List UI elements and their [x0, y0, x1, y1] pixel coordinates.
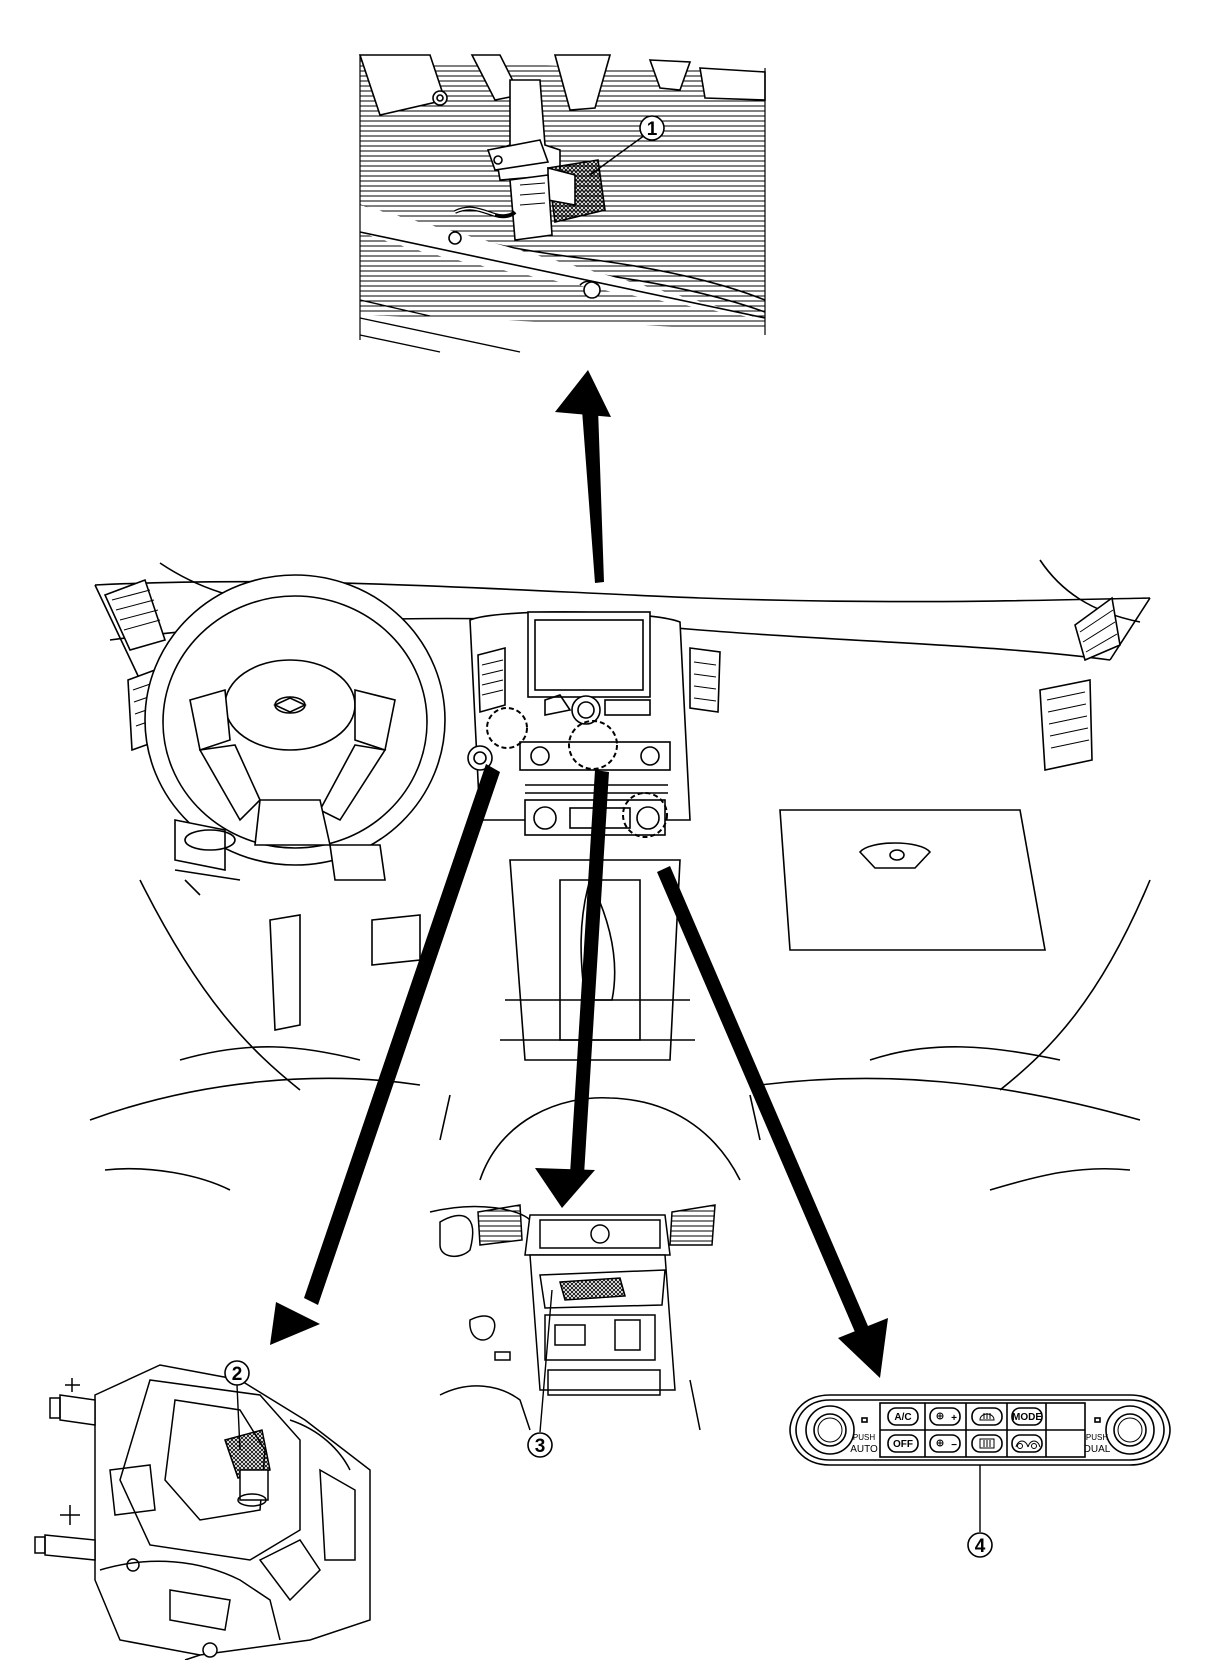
callout-4: 4 — [975, 1536, 986, 1557]
auto-label: AUTO — [850, 1444, 878, 1455]
auto-push-label: PUSH — [853, 1433, 875, 1442]
callout-1: 1 — [647, 119, 658, 140]
detail-view-actuator-2: 2 — [34, 1360, 371, 1660]
detail-view-control-panel-4: A/C OFF + − MODE PUSH AUTO PUSH DUAL 4 — [789, 1394, 1171, 1558]
callout-2: 2 — [232, 1364, 243, 1385]
dual-label: DUAL — [1084, 1444, 1111, 1455]
callout-3: 3 — [535, 1436, 546, 1457]
fan-up-label: + — [951, 1413, 957, 1424]
mode-button-label: MODE — [1012, 1412, 1042, 1423]
dashboard-overview — [89, 559, 1151, 1191]
front-defrost-icon — [979, 1413, 995, 1421]
arrow-to-detail-4 — [657, 866, 888, 1378]
detail-view-sensor-1: 1 — [358, 54, 766, 353]
arrow-to-detail-2 — [270, 764, 500, 1345]
off-button-label: OFF — [893, 1439, 913, 1450]
fan-down-label: − — [951, 1440, 957, 1451]
dual-push-label: PUSH — [1086, 1433, 1108, 1442]
arrow-to-detail-3 — [535, 770, 609, 1208]
ac-button-label: A/C — [894, 1412, 911, 1423]
arrow-to-detail-1 — [555, 370, 611, 583]
recirculation-icon — [1015, 1440, 1041, 1449]
rear-defrost-icon — [979, 1438, 995, 1449]
fan-down-icon — [936, 1439, 944, 1447]
detail-view-sensor-3: 3 — [429, 1204, 716, 1458]
fan-up-icon — [936, 1412, 944, 1420]
